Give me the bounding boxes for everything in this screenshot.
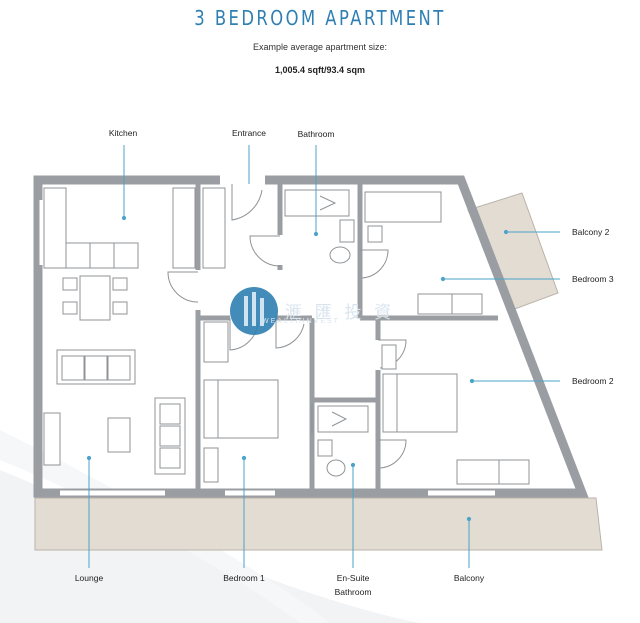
label-balcony: Balcony [453,573,485,583]
ensuite-fixtures [317,405,369,477]
windows [39,200,495,496]
label-kitchen: Kitchen [108,128,138,138]
watermark-logo [230,287,278,335]
kitchen-units [43,187,226,269]
window-frames [60,488,495,498]
bedroom-2-bed [381,344,530,485]
label-bedroom-2: Bedroom 2 [572,376,614,386]
label-balcony-2: Balcony 2 [572,227,610,237]
lounge-tv-table [43,412,131,466]
watermark-text: 滙 匯 投 資 [285,303,396,322]
lounge-sofa [56,349,136,385]
label-bathroom: Bathroom [297,129,335,139]
bathroom-fixtures [284,189,355,264]
label-lounge: Lounge [74,573,104,583]
label-entrance: Entrance [231,128,267,138]
balcony-2-area [467,192,559,311]
label-bedroom-1: Bedroom 1 [223,573,265,583]
dining-table [62,275,128,321]
watermark-subtext: WEALTHINVEST [262,318,340,325]
page-title: 3 BEDROOM APARTMENT [194,6,446,30]
bedroom-1-bed [203,321,279,483]
leader-lines [86,145,560,568]
interior-walls [195,184,498,489]
apartment-size-value: 1,005.4 sqft/93.4 sqm [274,65,366,75]
label-ensuite-line2: Bathroom [334,587,372,597]
label-ensuite-line1: En-Suite [336,573,370,583]
outer-walls [33,175,589,498]
label-bedroom-3: Bedroom 3 [572,274,614,284]
balcony-area [34,497,603,551]
lounge-armchair [154,397,186,475]
bedroom-3-bed [364,191,483,315]
apartment-size-caption: Example average apartment size: [252,42,388,52]
